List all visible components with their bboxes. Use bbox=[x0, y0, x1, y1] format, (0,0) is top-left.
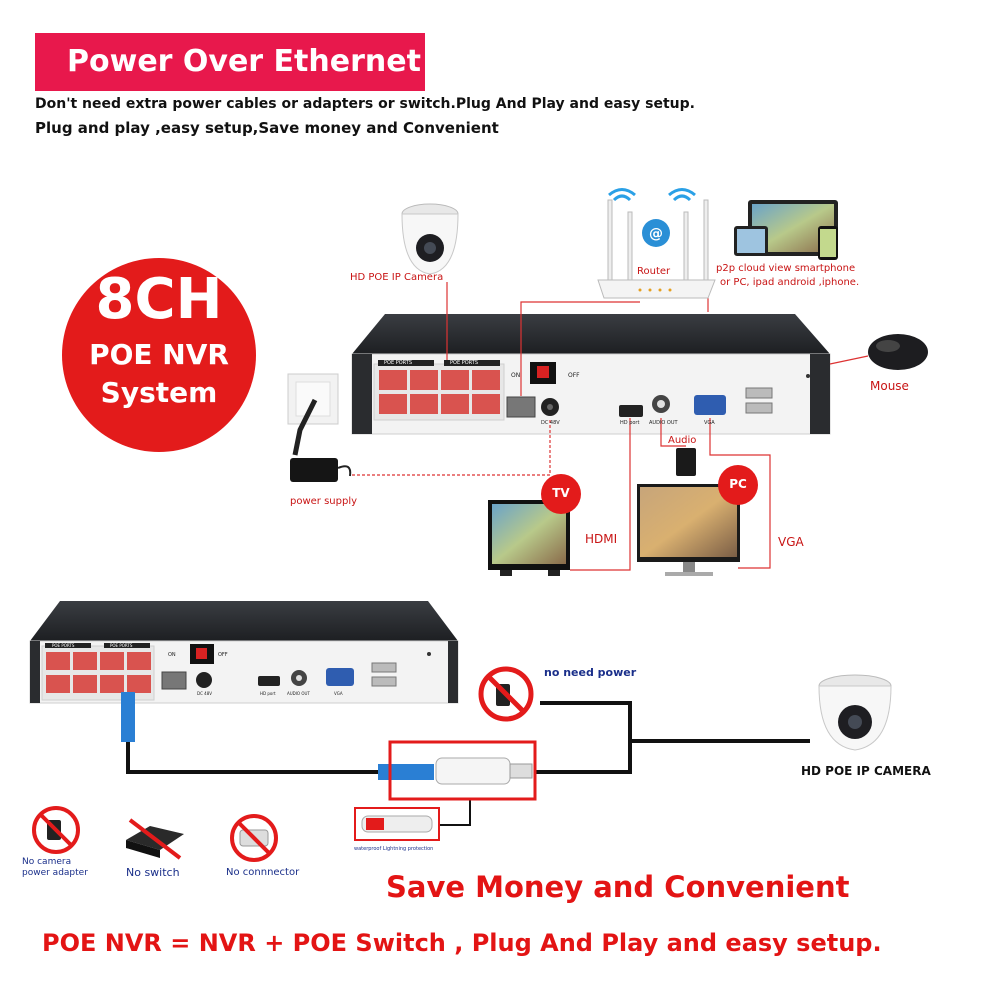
p2p-label-line-1: p2p cloud view smartphone bbox=[716, 263, 856, 274]
router: @ bbox=[597, 188, 716, 299]
waterproof-label: waterproof Lightning protection bbox=[354, 846, 434, 852]
router-label: Router bbox=[637, 266, 671, 277]
dome-camera-bottom bbox=[818, 674, 892, 751]
badge-line-1: 8CH bbox=[95, 267, 223, 332]
off-label-top: OFF bbox=[568, 372, 580, 379]
nvr-top-poe-ports bbox=[379, 370, 500, 414]
no-need-power-label: no need power bbox=[544, 666, 637, 679]
camera-top-label: HD POE IP Camera bbox=[350, 272, 444, 283]
equation-heading: POE NVR = NVR + POE Switch , Plug And Pl… bbox=[42, 929, 882, 957]
off-label-bottom: OFF bbox=[218, 652, 228, 658]
p2p-label-line-2: or PC, ipad android ,iphone. bbox=[720, 277, 860, 288]
tv-badge: TV bbox=[552, 486, 570, 500]
audio-label: Audio bbox=[668, 435, 697, 446]
no-adapter-label-line-2: power adapter bbox=[22, 868, 88, 878]
no-connector-label: No connnector bbox=[226, 867, 300, 878]
no-switch-icon bbox=[126, 818, 184, 860]
on-label-bottom: ON bbox=[168, 652, 176, 658]
dc-label-bottom: DC 48V bbox=[197, 691, 212, 696]
blue-network-plug bbox=[121, 692, 434, 780]
subtitle-line-2: Plug and play ,easy setup,Save money and… bbox=[35, 119, 499, 137]
pc-monitor bbox=[637, 465, 758, 576]
nvr-bottom-poe-ports bbox=[46, 652, 151, 693]
nvr-top bbox=[351, 314, 831, 435]
waterproof-connector bbox=[435, 757, 533, 785]
lightning-protection-cap bbox=[354, 807, 440, 841]
vga-port-label-top: VGA bbox=[704, 420, 715, 426]
banner-title: Power Over Ethernet bbox=[35, 33, 425, 91]
power-supply-label: power supply bbox=[290, 496, 358, 507]
connection-lines bbox=[352, 282, 869, 571]
poe-ports-label-top-1: POE PORTS bbox=[384, 360, 412, 366]
system-badge: 8CH POE NVR System bbox=[62, 258, 256, 452]
hdmi-label: HDMI bbox=[585, 532, 618, 546]
on-label-top: ON bbox=[511, 372, 521, 379]
connector-highlight-box bbox=[388, 740, 537, 801]
subtitle-line-1: Don't need extra power cables or adapter… bbox=[35, 96, 695, 112]
bottom-camera-label: HD POE IP CAMERA bbox=[801, 764, 931, 778]
hd-port-label-top: HD port bbox=[620, 420, 640, 426]
poe-ports-label-bottom-1: POE PORTS bbox=[52, 643, 75, 648]
mouse bbox=[868, 334, 928, 370]
svg-text:@: @ bbox=[649, 226, 663, 242]
no-switch-label: No switch bbox=[126, 866, 180, 879]
badge-line-3: System bbox=[100, 376, 218, 409]
poe-ports-label-top-2: POE PORTS bbox=[450, 360, 478, 366]
pc-badge: PC bbox=[729, 477, 747, 491]
audio-out-label-top: AUDIO OUT bbox=[649, 420, 678, 426]
badge-line-2: POE NVR bbox=[89, 338, 229, 371]
speaker bbox=[676, 448, 696, 476]
tv bbox=[488, 474, 581, 576]
dc-label-top: DC 48V bbox=[541, 420, 560, 426]
vga-label: VGA bbox=[778, 535, 804, 549]
no-adapter-icon bbox=[32, 806, 80, 854]
vga-port-label-bottom: VGA bbox=[334, 691, 343, 696]
poe-ports-label-bottom-2: POE PORTS bbox=[110, 643, 133, 648]
no-adapter-label-line-1: No camera bbox=[22, 857, 72, 867]
power-adapter bbox=[290, 458, 352, 482]
p2p-devices bbox=[734, 200, 838, 260]
audio-out-label-bottom: AUDIO OUT bbox=[287, 691, 310, 696]
wall-socket bbox=[287, 373, 339, 456]
no-power-icon bbox=[478, 666, 534, 722]
no-connector-icon bbox=[230, 814, 278, 862]
mouse-label: Mouse bbox=[870, 379, 909, 393]
save-money-heading: Save Money and Convenient bbox=[386, 870, 850, 904]
nvr-bottom bbox=[29, 601, 459, 704]
dome-camera-top bbox=[401, 203, 459, 275]
hd-port-label-bottom: HD port bbox=[260, 691, 276, 696]
